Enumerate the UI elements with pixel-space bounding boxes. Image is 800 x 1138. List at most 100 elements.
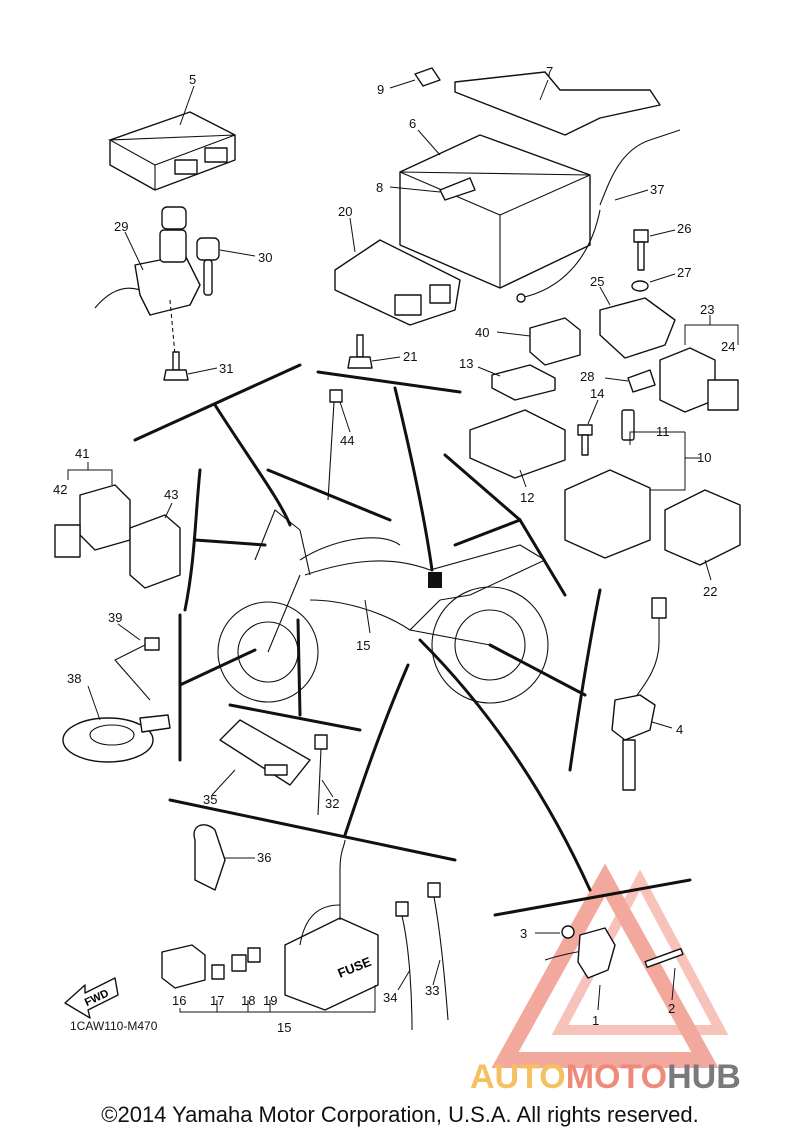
callout-35: 35: [203, 792, 217, 807]
bolt-31[interactable]: [163, 351, 189, 381]
bolt-2[interactable]: [644, 947, 684, 969]
ecu-unit[interactable]: [108, 111, 236, 191]
fuse-18[interactable]: [231, 954, 247, 972]
relay-24[interactable]: [707, 379, 739, 411]
nut-3[interactable]: [561, 925, 575, 939]
ignition-key[interactable]: [196, 237, 220, 296]
callout-40: 40: [475, 325, 489, 340]
callout-31: 31: [219, 361, 233, 376]
bracket-28[interactable]: [627, 369, 656, 393]
callout-12: 12: [520, 490, 534, 505]
bolt-21[interactable]: [347, 334, 373, 369]
clamp-36[interactable]: [193, 824, 226, 891]
callout-44: 44: [340, 433, 354, 448]
callout-26: 26: [677, 221, 691, 236]
band-clip[interactable]: [439, 177, 476, 201]
cover-13[interactable]: [491, 364, 556, 401]
cable-tie-33[interactable]: [427, 882, 449, 1021]
fuse-19[interactable]: [247, 947, 261, 963]
terminal-cover[interactable]: [414, 67, 441, 87]
wire-harness-clamp: [428, 572, 442, 588]
callout-15-fusebox: 15: [277, 1020, 291, 1035]
callout-33: 33: [425, 983, 439, 998]
bolt-14[interactable]: [577, 424, 593, 456]
callout-22: 22: [703, 584, 717, 599]
callout-27: 27: [677, 265, 691, 280]
callout-32: 32: [325, 796, 339, 811]
callout-10: 10: [697, 450, 711, 465]
callout-43: 43: [164, 487, 178, 502]
callout-18: 18: [241, 993, 255, 1008]
callout-42: 42: [53, 482, 67, 497]
callout-37: 37: [650, 182, 664, 197]
cable-tie-34[interactable]: [395, 901, 413, 1031]
holder-12[interactable]: [469, 409, 566, 479]
callout-36: 36: [257, 850, 271, 865]
callout-34: 34: [383, 990, 397, 1005]
callout-28: 28: [580, 369, 594, 384]
callout-14: 14: [590, 386, 604, 401]
callout-16: 16: [172, 993, 186, 1008]
fwd-arrow-icon: FWD: [64, 977, 119, 1019]
washer-27[interactable]: [631, 280, 649, 292]
routing-lines: [133, 363, 692, 917]
watermark-part1: AUTO: [470, 1058, 566, 1096]
fuse-box[interactable]: FUSE: [284, 839, 379, 1011]
sensor-4[interactable]: [611, 597, 667, 791]
manual-35[interactable]: [219, 719, 311, 786]
watermark-part2: MOTO: [566, 1058, 667, 1096]
relay-40[interactable]: [529, 317, 581, 366]
battery[interactable]: [399, 134, 601, 303]
battery-band[interactable]: [454, 71, 661, 136]
relay-41[interactable]: [79, 484, 131, 551]
callout-20: 20: [338, 204, 352, 219]
relay-43[interactable]: [129, 514, 181, 589]
cable-tie-32[interactable]: [314, 734, 328, 816]
horn-38[interactable]: [62, 714, 171, 763]
callout-9: 9: [377, 82, 384, 97]
copyright-notice: ©2014 Yamaha Motor Corporation, U.S.A. A…: [101, 1102, 699, 1127]
fuse-17[interactable]: [211, 964, 225, 980]
callout-3: 3: [520, 926, 527, 941]
relay-42[interactable]: [54, 524, 81, 558]
watermark-brand: AUTOMOTOHUB: [470, 1058, 741, 1096]
sensor-1[interactable]: [544, 927, 616, 979]
motorcycle-outline: [217, 509, 549, 704]
callout-25: 25: [590, 274, 604, 289]
callout-17: 17: [210, 993, 224, 1008]
callout-15: 15: [356, 638, 370, 653]
fuse-11[interactable]: [621, 409, 635, 441]
callout-21: 21: [403, 349, 417, 364]
callout-1: 1: [592, 1013, 599, 1028]
fuse-16[interactable]: [161, 944, 206, 989]
starter-relay[interactable]: [564, 469, 651, 559]
bolt-26[interactable]: [633, 229, 649, 271]
cable-tie-44[interactable]: [327, 389, 343, 501]
callout-2: 2: [668, 1001, 675, 1016]
callout-6: 6: [409, 116, 416, 131]
callout-11: 11: [656, 424, 670, 439]
callout-5: 5: [189, 72, 196, 87]
relay-23[interactable]: [659, 347, 716, 413]
callout-23: 23: [700, 302, 714, 317]
callout-24: 24: [721, 339, 735, 354]
callout-7: 7: [546, 64, 553, 79]
relay-25[interactable]: [599, 297, 676, 359]
callout-13: 13: [459, 356, 473, 371]
callout-38: 38: [67, 671, 81, 686]
diagram-code: 1CAW110-M470: [70, 1019, 158, 1033]
callout-30: 30: [258, 250, 272, 265]
callout-19: 19: [263, 993, 277, 1008]
main-switch[interactable]: [94, 206, 201, 356]
callout-8: 8: [376, 180, 383, 195]
callout-4: 4: [676, 722, 683, 737]
callout-29: 29: [114, 219, 128, 234]
callout-41: 41: [75, 446, 89, 461]
callout-39: 39: [108, 610, 122, 625]
relay-22[interactable]: [664, 489, 741, 566]
horn-lead-39[interactable]: [114, 637, 160, 701]
callout-labels: 1 2 3 4 5 6 7 8 9 10 11 12 13 14 15 16 1…: [53, 64, 735, 1035]
rectifier-regulator[interactable]: [334, 239, 461, 326]
